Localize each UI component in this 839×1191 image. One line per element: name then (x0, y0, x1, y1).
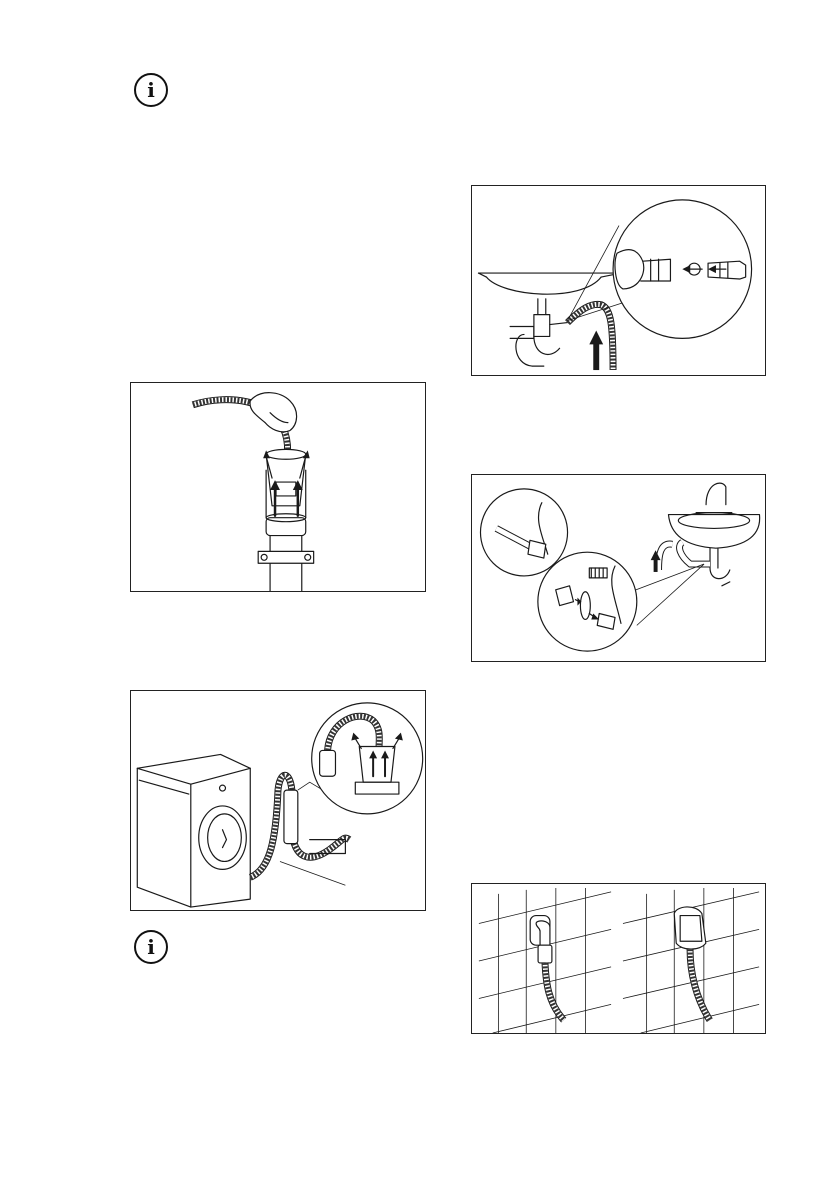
info-icon: i (134, 73, 168, 107)
washing-machine-hose-illustration (131, 691, 425, 910)
figure-hose-in-standpipe (130, 382, 426, 592)
figure-hose-to-sink-trap (471, 185, 766, 376)
wall-drain-outlets-illustration (472, 884, 765, 1033)
figure-machine-hose-overview (130, 690, 426, 911)
info-icon: i (134, 930, 168, 964)
basin-trap-connection-illustration (472, 475, 765, 661)
figure-hose-on-basin-trap (471, 474, 766, 662)
figure-wall-drain-outlets (471, 883, 766, 1034)
hose-guide-in-pipe-illustration (131, 383, 425, 591)
sink-trap-spigot-illustration (472, 186, 765, 375)
